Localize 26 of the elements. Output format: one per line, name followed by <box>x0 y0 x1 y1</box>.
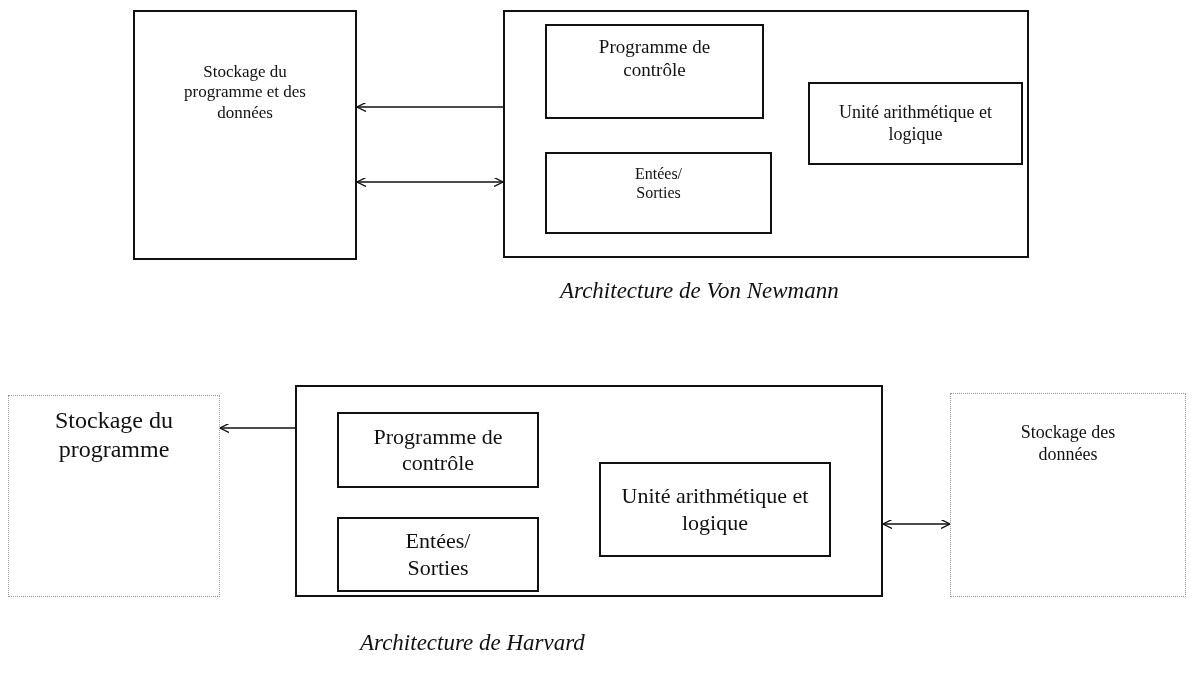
process-box <box>133 10 357 260</box>
box-label: Programme de contrôle <box>597 36 712 82</box>
box-label: Stockage du programme et des données <box>183 62 307 124</box>
box-label: Stockage des données <box>1019 422 1117 466</box>
arrow <box>219 422 296 434</box>
box-label: Entées/ Sorties <box>633 164 684 203</box>
block-box <box>295 385 883 597</box>
process-box <box>545 24 764 119</box>
box-label: Unité arithmétique et logique <box>620 483 810 536</box>
arrow <box>356 176 504 188</box>
process-box <box>599 462 831 557</box>
block-box <box>503 10 1029 258</box>
diagram-caption: Architecture de Harvard <box>360 630 585 656</box>
process-box <box>950 393 1186 597</box>
process-box <box>337 517 539 592</box>
process-box <box>337 412 539 488</box>
process-box <box>808 82 1023 165</box>
box-label: Stockage du programme <box>54 406 174 464</box>
arrow <box>356 101 504 113</box>
process-box <box>8 395 220 597</box>
box-label: Unité arithmétique et logique <box>838 101 993 146</box>
process-box <box>545 152 772 234</box>
box-label: Entées/ Sorties <box>404 528 472 581</box>
arrow <box>882 518 951 530</box>
diagram-caption: Architecture de Von Newmann <box>560 278 839 304</box>
box-label: Programme de contrôle <box>372 423 504 477</box>
